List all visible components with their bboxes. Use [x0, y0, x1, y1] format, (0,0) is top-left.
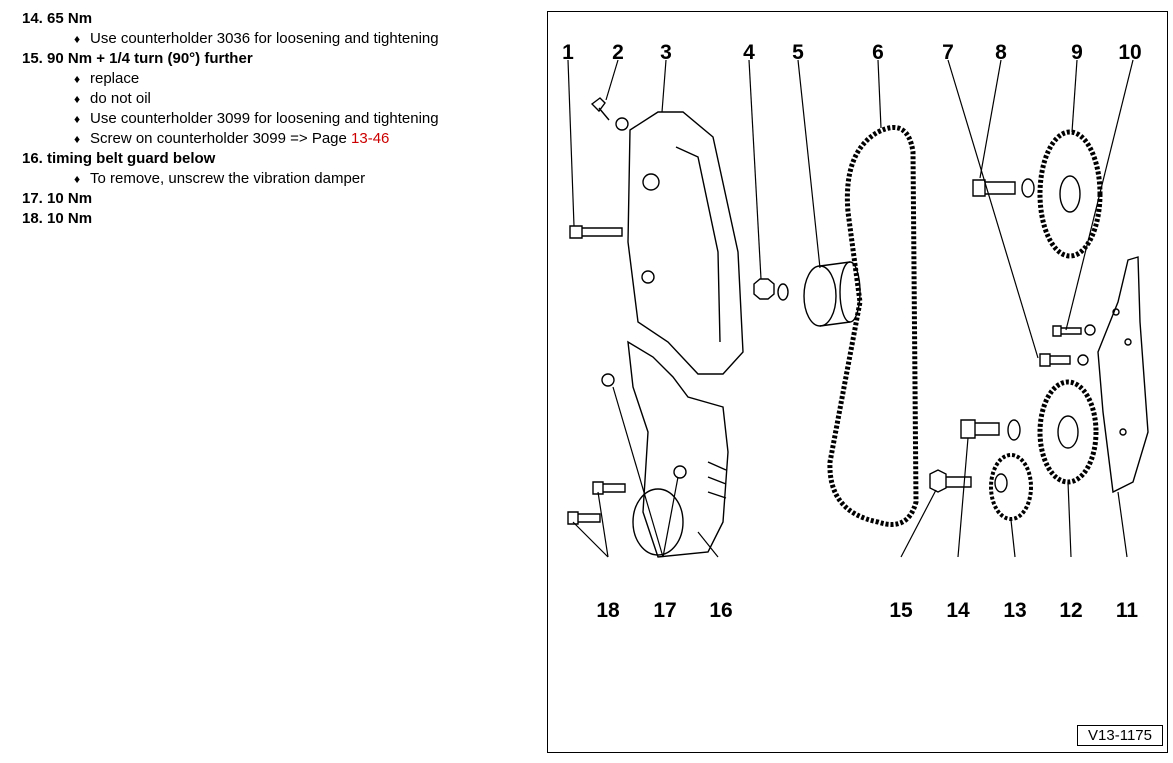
legend-bullet: ♦To remove, unscrew the vibration damper: [74, 170, 366, 187]
bolt-15-shape: [929, 469, 972, 493]
callout-10: 10: [1118, 41, 1141, 64]
legend-bullet: ♦Use counterholder 3036 for loosening an…: [74, 30, 439, 47]
sprocket-13-shape: [989, 453, 1033, 521]
bolt-2-shape: [590, 97, 610, 121]
exploded-diagram: 1 2 3 4 5 6 7 8 9 10 18 17 16 15 14 13 1…: [547, 11, 1168, 753]
legend-item-18: 18. 10 Nm: [22, 209, 532, 229]
diamond-bullet-icon: ♦: [74, 132, 81, 146]
callout-1: 1: [562, 41, 574, 64]
callout-15: 15: [889, 599, 913, 622]
nut-4-shape: [753, 278, 775, 300]
top-callouts: 1 2 3 4 5 6 7 8 9 10: [562, 41, 1142, 64]
bolt-1-shape: [569, 225, 623, 239]
bolt-14-shape: [960, 419, 1000, 439]
legend-item-14: 14. 65 Nm ♦Use counterholder 3036 for lo…: [22, 9, 532, 49]
callout-13: 13: [1003, 599, 1026, 622]
crankshaft-sprocket-shape: [1037, 379, 1099, 485]
callout-17: 17: [653, 599, 676, 622]
diagram-drawing: 1 2 3 4 5 6 7 8 9 10 18 17 16 15 14 13 1…: [562, 41, 1149, 622]
bolt-8-shape: [972, 179, 1016, 197]
legend-item-title: 14. 65 Nm: [22, 10, 93, 27]
diamond-bullet-icon: ♦: [74, 112, 81, 126]
callout-14: 14: [946, 599, 970, 622]
bolt-18b-shape: [567, 511, 601, 525]
page-link[interactable]: 13-46: [351, 130, 390, 147]
legend-bullet: ♦Use counterholder 3099 for loosening an…: [74, 110, 439, 127]
legend-item-title: 15. 90 Nm + 1/4 turn (90°) further: [22, 50, 253, 67]
tensioner-5-shape: [803, 265, 837, 327]
callout-8: 8: [995, 41, 1007, 64]
callout-12: 12: [1059, 599, 1082, 622]
legend-item-title: 16. timing belt guard below: [22, 150, 216, 167]
upper-belt-guard-shape: [627, 111, 744, 375]
callout-7: 7: [942, 41, 954, 64]
legend-item-16: 16. timing belt guard below ♦To remove, …: [22, 149, 532, 189]
lower-belt-guard-shape: [627, 340, 729, 558]
diamond-bullet-icon: ♦: [74, 172, 81, 186]
callout-2: 2: [612, 41, 624, 64]
callout-16: 16: [709, 599, 732, 622]
legend-item-title: 17. 10 Nm: [22, 190, 93, 207]
bottom-callouts: 18 17 16 15 14 13 12 11: [596, 599, 1138, 622]
legend-bullet: ♦Screw on counterholder 3099 => Page 13-…: [74, 130, 390, 147]
legend-item-15: 15. 90 Nm + 1/4 turn (90°) further ♦repl…: [22, 49, 532, 149]
callout-5: 5: [792, 41, 804, 64]
callout-11: 11: [1116, 599, 1139, 622]
callout-4: 4: [743, 41, 755, 64]
callout-6: 6: [872, 41, 884, 64]
camshaft-sprocket-shape: [1037, 129, 1103, 259]
legend-item-title: 18. 10 Nm: [22, 210, 93, 227]
damper-ring-shape: [632, 488, 684, 556]
callout-18: 18: [596, 599, 620, 622]
timing-belt-shape: [827, 125, 919, 527]
legend-list: 14. 65 Nm ♦Use counterholder 3036 for lo…: [22, 9, 532, 229]
legend-bullet: ♦do not oil: [74, 90, 151, 107]
diamond-bullet-icon: ♦: [74, 32, 81, 46]
figure-id-label: V13-1175: [1077, 725, 1163, 746]
callout-3: 3: [660, 41, 672, 64]
bolt-10-shape: [1052, 325, 1082, 337]
diamond-bullet-icon: ♦: [74, 92, 81, 106]
callout-9: 9: [1071, 41, 1083, 64]
legend-item-17: 17. 10 Nm: [22, 189, 532, 209]
bolt-18a-shape: [592, 481, 626, 495]
legend-bullet: ♦replace: [74, 70, 140, 87]
bolt-7-shape: [1039, 353, 1071, 367]
diamond-bullet-icon: ♦: [74, 72, 81, 86]
rear-plate-shape: [1097, 256, 1149, 494]
